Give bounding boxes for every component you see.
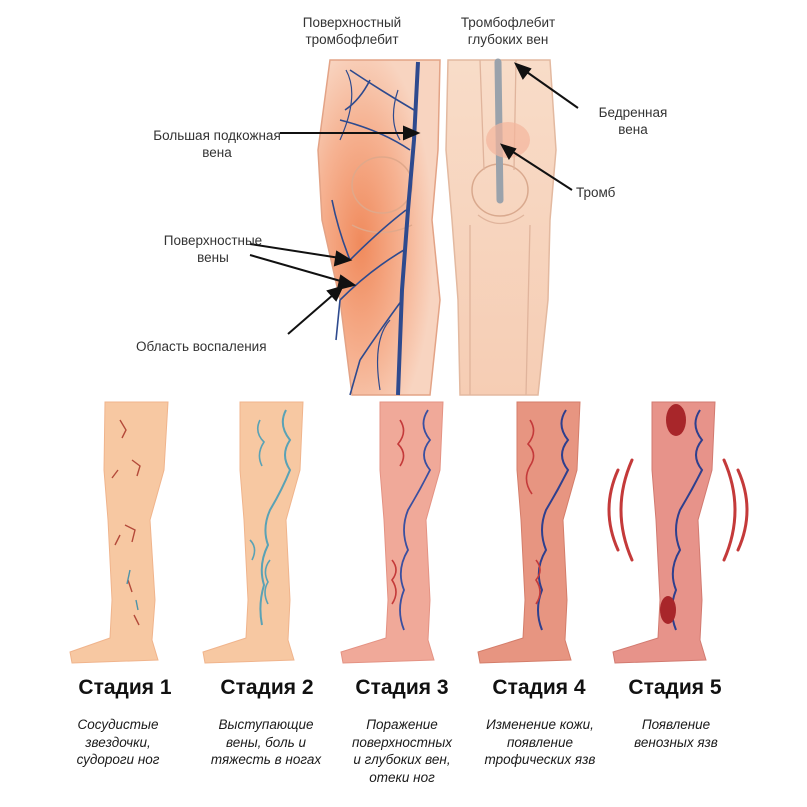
stage-4-description: Изменение кожи, появление трофических яз… [484, 717, 596, 767]
stage-1-description: Сосудистые звездочки, судороги ног [76, 717, 160, 767]
stage-4-title: Стадия 4 [492, 676, 586, 699]
label-great-saphenous-vein: Большая подкожная вена [153, 128, 281, 160]
stage-1-title: Стадия 1 [78, 676, 172, 699]
stage-3-leg [340, 401, 444, 664]
label-superficial-veins: Поверхностные вены [163, 233, 263, 265]
ulcer-mark [666, 404, 686, 436]
deep-thrombophlebitis-leg [445, 58, 557, 396]
stage-3-description: Поражение поверхностных и глубоких вен, … [351, 717, 453, 785]
stage-5-description: Появление венозных язв [634, 717, 718, 750]
stage-1-leg [69, 401, 169, 664]
label-inflammation-area: Область воспаления [136, 339, 267, 354]
stage-5-leg [607, 401, 749, 664]
pointer-arrows [249, 62, 579, 335]
stage-5-title: Стадия 5 [628, 676, 722, 699]
stage-4-leg [477, 401, 581, 664]
stage-3-title: Стадия 3 [355, 676, 449, 699]
superficial-thrombophlebitis-leg [317, 59, 441, 396]
stage-2-leg [202, 401, 304, 664]
label-deep-thrombophlebitis: Тромбофлебит глубоких вен [460, 15, 556, 47]
stage-2-title: Стадия 2 [220, 676, 314, 699]
label-femoral-vein: Бедренная вена [598, 105, 668, 137]
stage-2-description: Выступающие вены, боль и тяжесть в ногах [210, 717, 322, 767]
label-superficial-thrombophlebitis: Поверхностный тромбофлебит [302, 15, 402, 47]
label-thrombus: Тромб [576, 185, 616, 200]
